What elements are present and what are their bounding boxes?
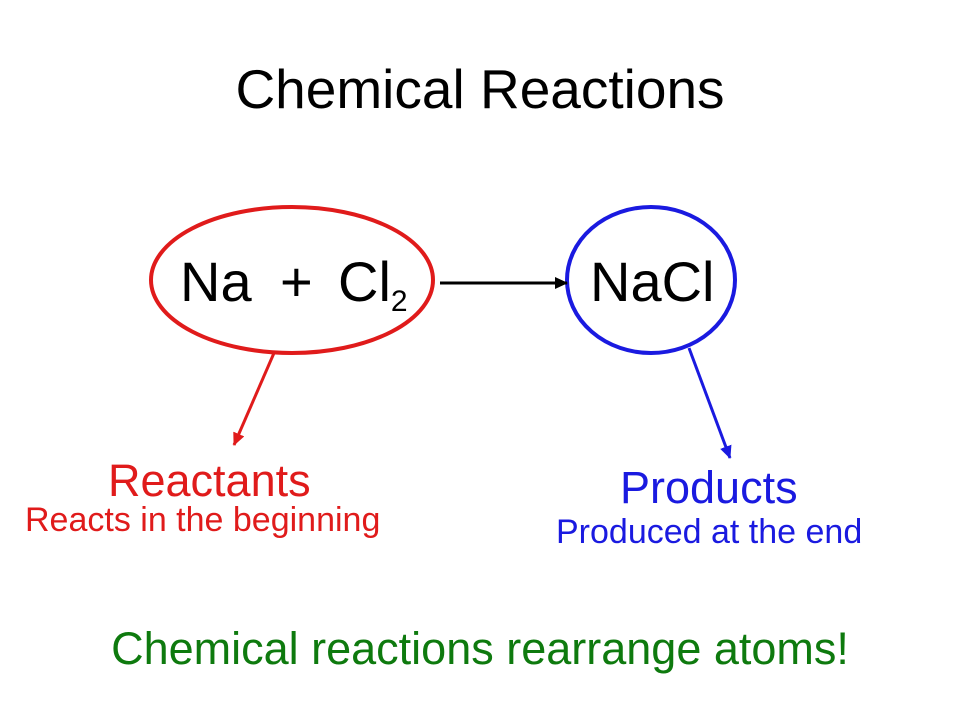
reactants-pointer-arrow xyxy=(232,352,276,446)
cl2-subscript: 2 xyxy=(390,285,408,318)
plus-sign: + xyxy=(280,250,313,313)
summary-statement: Chemical reactions rearrange atoms! xyxy=(111,623,849,674)
reactants-description: Reacts in the beginning xyxy=(25,501,381,539)
products-pointer-arrow xyxy=(687,347,732,459)
products-description: Produced at the end xyxy=(556,513,863,551)
cl2-symbol: Cl xyxy=(338,250,391,313)
reactant-cl2-formula: Cl2 xyxy=(338,254,408,317)
product-nacl-formula: NaCl xyxy=(590,250,715,313)
slide-title: Chemical Reactions xyxy=(235,58,725,120)
reactants-ellipse xyxy=(149,205,435,355)
reactants-label: Reactants xyxy=(108,455,311,506)
reactant-na-formula: Na xyxy=(180,250,252,313)
products-label: Products xyxy=(620,462,798,513)
